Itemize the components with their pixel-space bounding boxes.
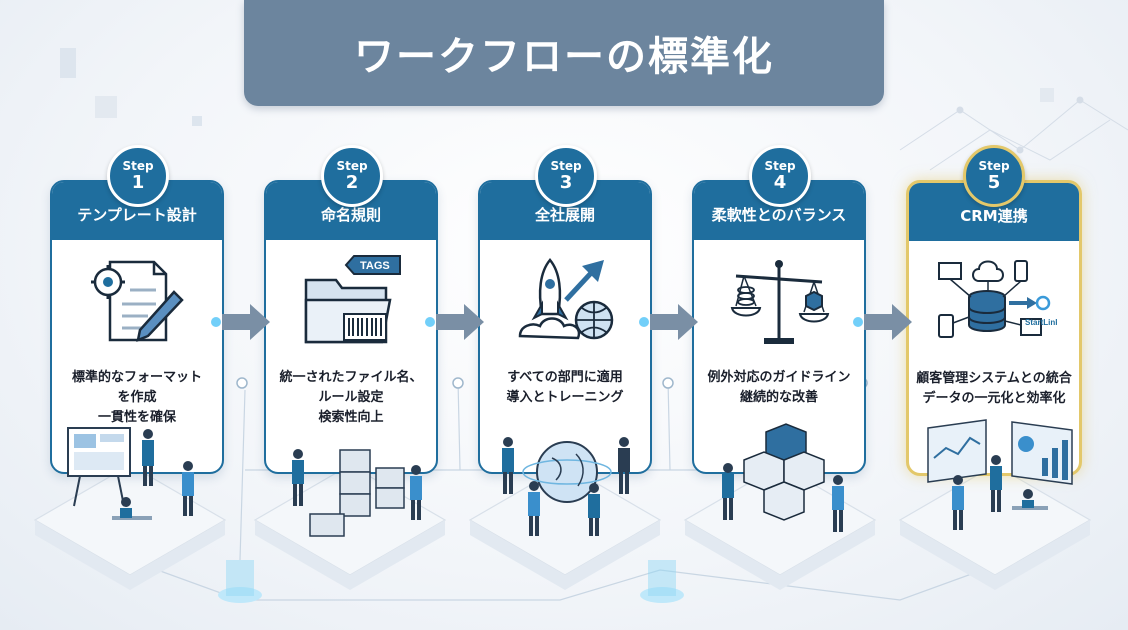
step-card-2: 命名規則 TAGS 統一されたファイル名、 ルール設定 検索性向上: [264, 180, 438, 474]
step-badge-2: Step 2: [321, 145, 383, 207]
step-description: 例外対応のガイドライン 継続的な改善: [694, 368, 864, 408]
step-card-1: テンプレート設計 標準的なフォーマット を作成 一貫性を確保: [50, 180, 224, 474]
arrow-right-icon: [211, 304, 270, 340]
badge-word: Step: [122, 158, 154, 173]
description-line: データの一元化と効率化: [922, 391, 1066, 406]
page-title: ワークフローの標準化: [354, 34, 774, 80]
analytics-dashboard-illustration: [927, 419, 1073, 530]
database-network-icon: StartLink: [938, 260, 1057, 338]
step-description: 標準的なフォーマット を作成 一貫性を確保: [52, 368, 222, 428]
description-line: 一貫性を確保: [97, 410, 176, 425]
arrow-right-icon: [425, 304, 484, 340]
badge-word: Step: [336, 158, 368, 173]
description-line: ルール設定: [318, 390, 384, 405]
badge-word: Step: [764, 158, 796, 173]
balance-scale-icon: [730, 260, 830, 344]
step-description: 顧客管理システムとの統合 データの一元化と効率化: [909, 369, 1079, 409]
step-card-4: 柔軟性とのバランス 例外対応のガイドライン 継続的な改善: [692, 180, 866, 474]
description-line: 標準的なフォーマット: [71, 370, 202, 385]
document-storage-illustration: [292, 449, 422, 537]
badge-number: 2: [345, 171, 359, 193]
step-description: 統一されたファイル名、 ルール設定 検索性向上: [266, 368, 436, 428]
step-badge-1: Step 1: [107, 145, 169, 207]
badge-number: 5: [987, 171, 1001, 193]
badge-word: Step: [550, 158, 582, 173]
description-line: 検索性向上: [318, 410, 384, 425]
step-badge-5: Step 5: [963, 145, 1025, 207]
step-card-3: 全社展開 すべての部門に適用 導入とトレーニング: [478, 180, 652, 474]
folder-tag-barcode-icon: TAGS: [304, 255, 401, 344]
tags-label: TAGS: [360, 260, 390, 272]
description-line: すべての部門に適用: [507, 370, 623, 385]
building-blocks-illustration: [722, 423, 844, 532]
title-banner: ワークフローの標準化: [244, 0, 884, 106]
document-gear-pencil-icon: [91, 260, 184, 343]
badge-number: 4: [773, 171, 787, 193]
arrow-right-icon: [853, 304, 912, 340]
rocket-globe-arrow-icon: [518, 258, 614, 340]
startlink-logo-text: StartLink: [1025, 318, 1057, 327]
global-team-illustration: [502, 437, 630, 536]
step-badge-4: Step 4: [749, 145, 811, 207]
description-line: を作成: [117, 390, 157, 405]
description-line: 統一されたファイル名、: [279, 370, 423, 385]
badge-number: 3: [559, 171, 573, 193]
step-badge-3: Step 3: [535, 145, 597, 207]
description-line: 顧客管理システムとの統合: [916, 371, 1072, 386]
arrow-right-icon: [639, 304, 698, 340]
description-line: 例外対応のガイドライン: [707, 370, 851, 385]
badge-number: 1: [131, 171, 145, 193]
description-line: 継続的な改善: [739, 390, 818, 405]
description-line: 導入とトレーニング: [506, 390, 624, 405]
badge-word: Step: [978, 158, 1010, 173]
team-presentation-illustration: [67, 427, 194, 520]
step-description: すべての部門に適用 導入とトレーニング: [480, 368, 650, 408]
